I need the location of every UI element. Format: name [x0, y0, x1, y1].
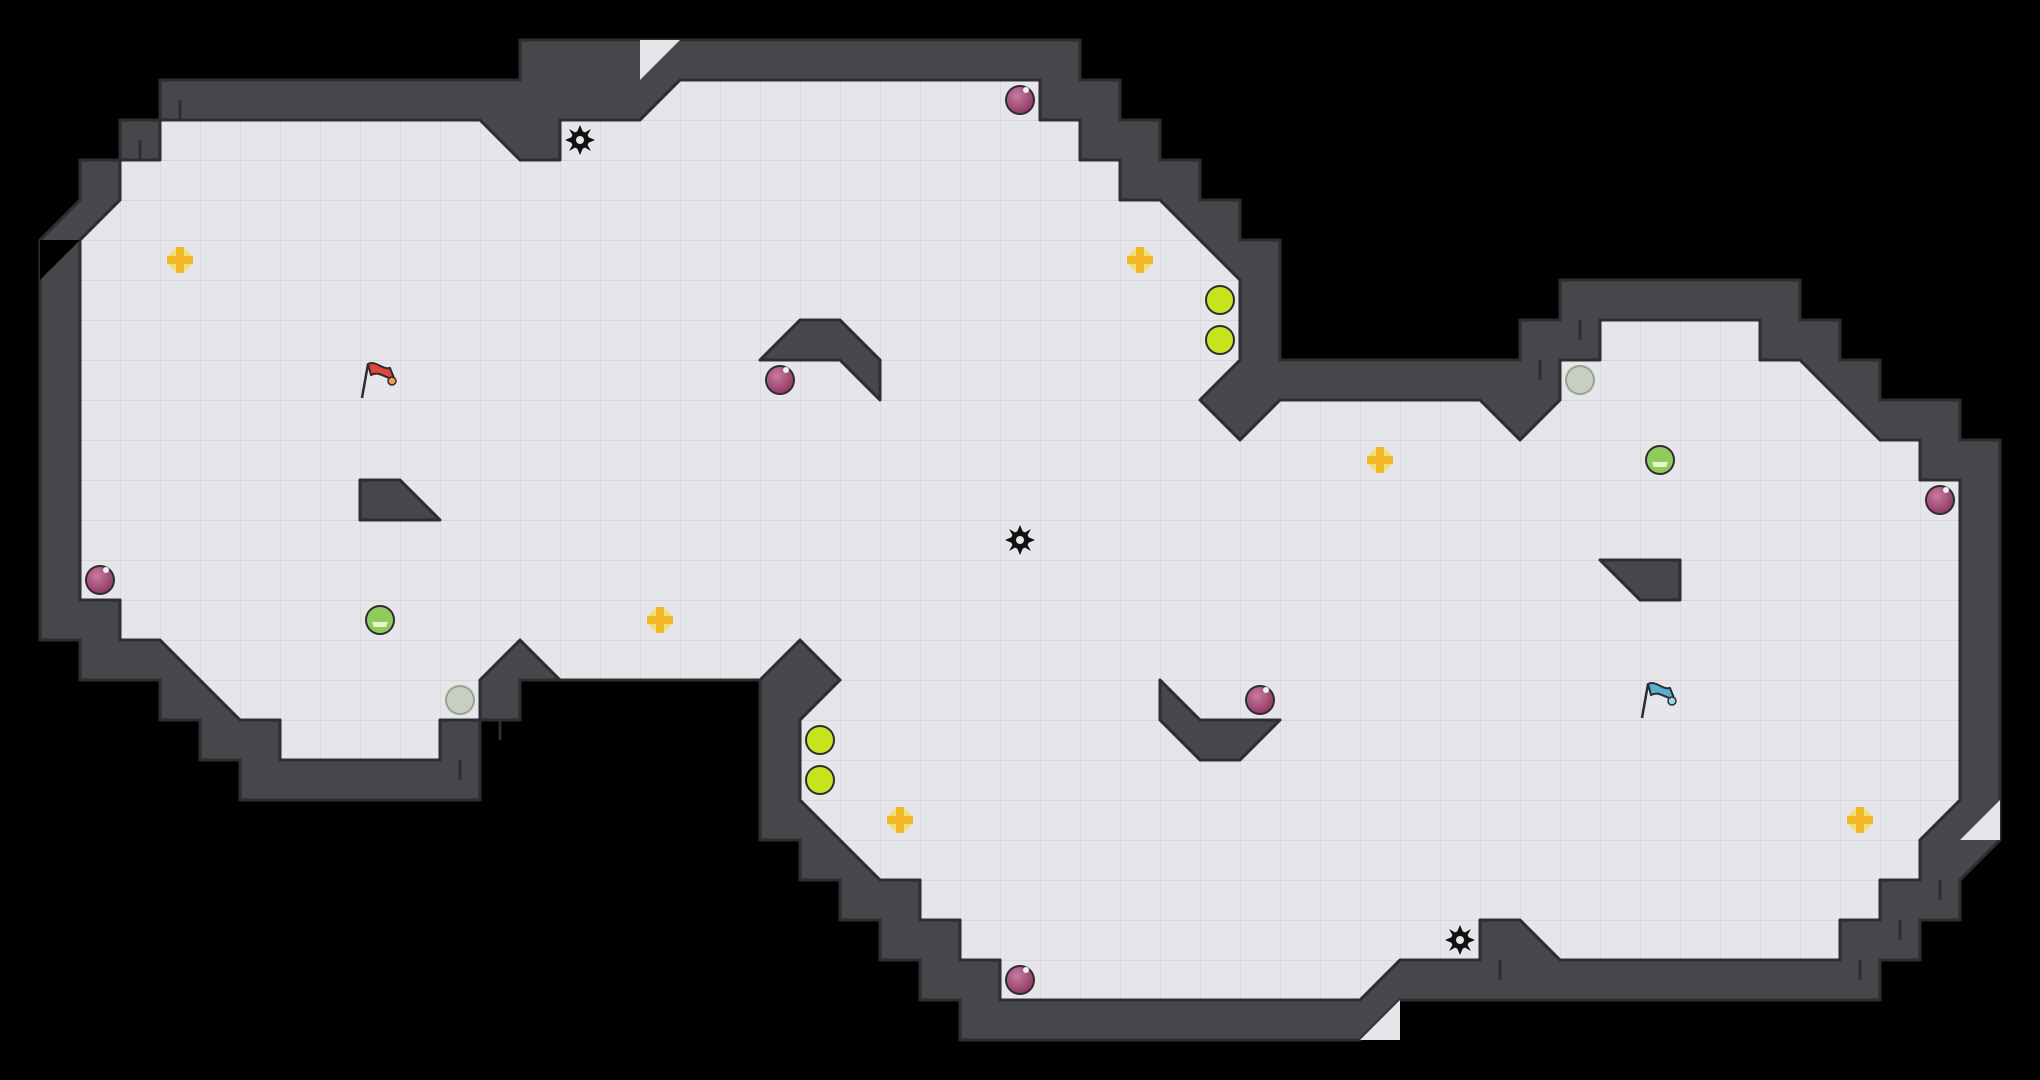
- juke-items: [365, 445, 1675, 635]
- powerup-icon: [1847, 807, 1873, 833]
- powerups: [167, 247, 1873, 833]
- portal-icon: [445, 685, 475, 715]
- bomb-icon: [1925, 485, 1955, 515]
- boost-pad-icon: [805, 765, 835, 795]
- wall-markers: [138, 100, 1942, 980]
- spikes: [565, 125, 1475, 955]
- spike-icon: [1445, 925, 1475, 955]
- juke-juice-icon: [1645, 445, 1675, 475]
- obstacle-top-center: [758, 318, 882, 402]
- portal-icon: [1565, 365, 1595, 395]
- corner-tile: [40, 240, 80, 280]
- spike-icon: [565, 125, 595, 155]
- corner-tile: [640, 40, 680, 80]
- bomb-icon: [1245, 685, 1275, 715]
- portals: [445, 365, 1595, 715]
- corner-tile: [1360, 1000, 1400, 1040]
- bombs: [85, 85, 1955, 995]
- powerup-icon: [1367, 447, 1393, 473]
- boost-pad-icon: [1205, 285, 1235, 315]
- corner-tile: [1960, 800, 2000, 840]
- powerup-icon: [647, 607, 673, 633]
- blue-flag-icon: [1640, 682, 1677, 719]
- boost-pad-icon: [1205, 325, 1235, 355]
- boost-pad-icon: [805, 725, 835, 755]
- powerup-icon: [887, 807, 913, 833]
- red-flag-icon: [360, 362, 397, 399]
- powerup-icon: [167, 247, 193, 273]
- obstacle-right-wedge: [1598, 558, 1682, 602]
- bomb-icon: [85, 565, 115, 595]
- corner-tiles: [40, 40, 2000, 1040]
- powerup-icon: [1127, 247, 1153, 273]
- obstacle-bottom-center: [1158, 678, 1282, 762]
- juke-juice-icon: [365, 605, 395, 635]
- bomb-icon: [1005, 85, 1035, 115]
- obstacle-left-wedge: [358, 478, 442, 522]
- spike-icon: [1005, 525, 1035, 555]
- bomb-icon: [765, 365, 795, 395]
- obstacles: [358, 318, 1682, 762]
- boost-pads: [805, 285, 1235, 795]
- bomb-icon: [1005, 965, 1035, 995]
